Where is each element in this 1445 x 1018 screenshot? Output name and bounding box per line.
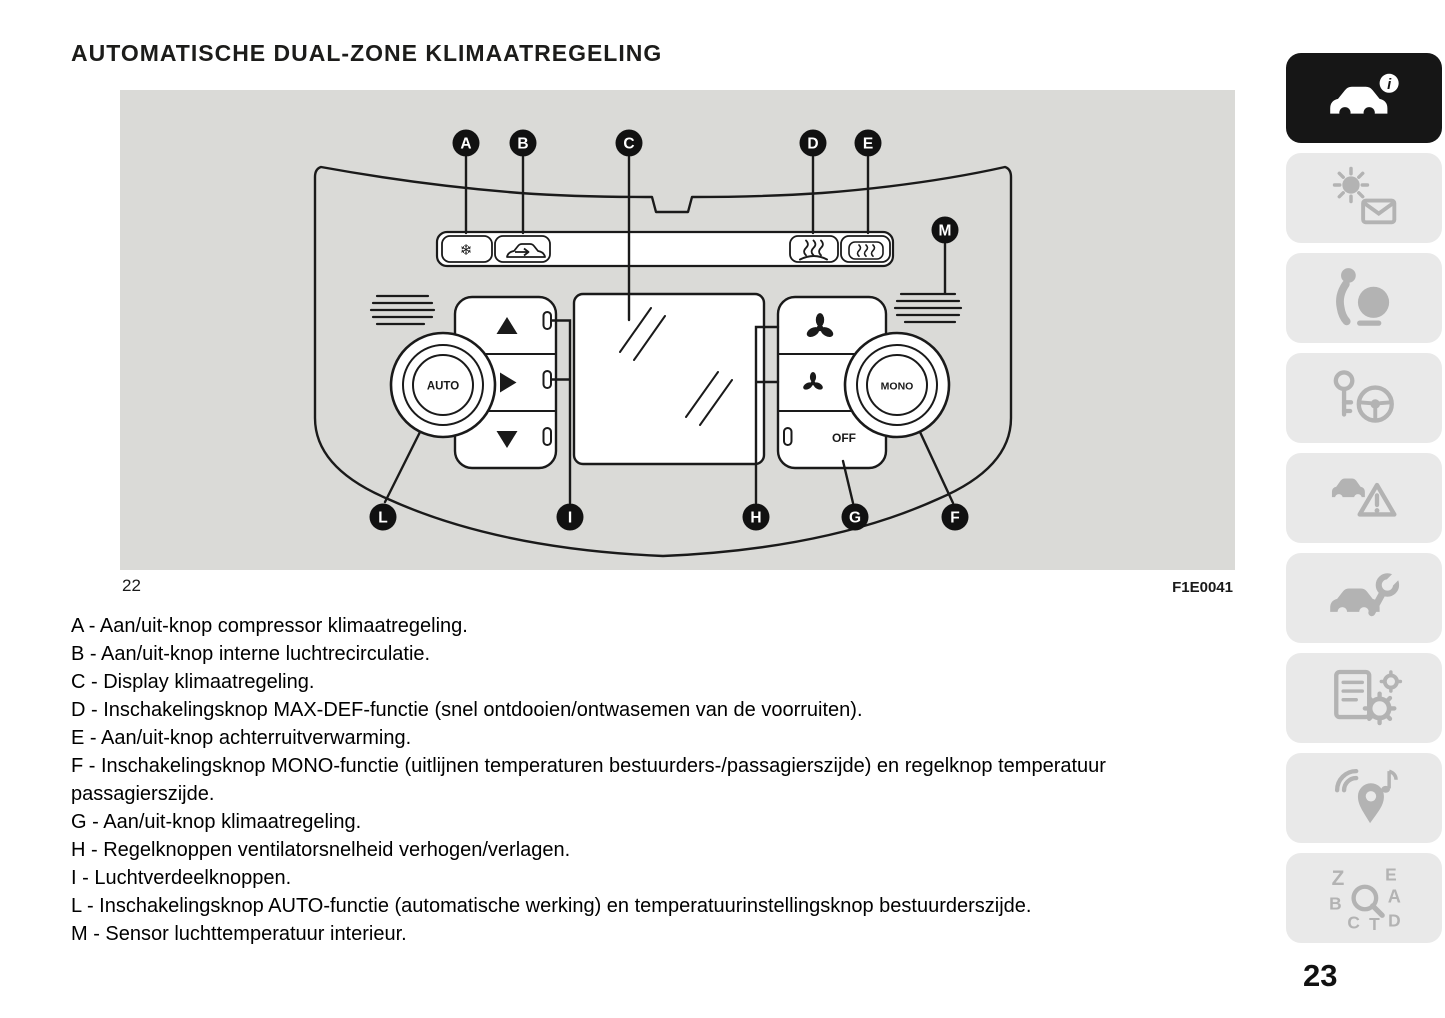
legend-item-l: L - Inschakelingsknop AUTO-functie (auto… [71, 895, 1032, 917]
warning-lights-messages-icon [1332, 166, 1397, 225]
max-def-button [789, 235, 839, 263]
recirculation-button [494, 235, 551, 263]
svg-text:F: F [950, 510, 959, 527]
car-maintenance-icon [1330, 571, 1401, 617]
ac-compressor-button: ❄ [441, 235, 493, 263]
svg-text:A: A [1388, 886, 1401, 906]
figure-page-reference: 22 [122, 576, 141, 595]
svg-text:D: D [1388, 911, 1401, 931]
legend-item-e: E - Aan/uit-knop achterruitverwarming. [71, 727, 412, 749]
callout-i: I [556, 503, 584, 531]
svg-text:C: C [1347, 912, 1360, 932]
sidebar-tab-warning-lights-messages[interactable] [1286, 153, 1442, 243]
legend-item-f: F - Inschakelingsknop MONO-functie (uitl… [71, 755, 1106, 805]
sidebar-tab-safety[interactable] [1286, 253, 1442, 343]
technical-data-icon [1334, 669, 1403, 726]
climate-display [572, 292, 766, 466]
rear-defrost-button [840, 235, 891, 263]
callout-d: D [799, 129, 827, 157]
svg-text:A: A [460, 136, 471, 153]
legend-item-b: B - Aan/uit-knop interne luchtrecirculat… [71, 643, 431, 665]
figure-climate-panel: ❄ [120, 90, 1235, 570]
sidebar-tab-index[interactable]: Z E A B C T D [1286, 853, 1442, 943]
callout-e: E [854, 129, 882, 157]
svg-text:M: M [939, 223, 952, 240]
arrow-right-icon [500, 372, 517, 393]
legend-item-i: I - Luchtverdeelknoppen. [71, 867, 292, 889]
sidebar-tab-technical-data[interactable] [1286, 653, 1442, 743]
legend-item-h: H - Regelknoppen ventilatorsnelheid verh… [71, 839, 571, 861]
ignition-steering-icon [1333, 370, 1394, 423]
svg-text:C: C [623, 136, 634, 153]
svg-text:E: E [1385, 865, 1397, 885]
sidebar-tab-starting-driving[interactable] [1286, 353, 1442, 443]
arrow-up-icon [496, 317, 518, 334]
callout-c: C [615, 129, 643, 157]
legend-item-a: A - Aan/uit-knop compressor klimaatregel… [71, 615, 468, 637]
chapter-tab-sidebar: i [1286, 53, 1442, 953]
legend-item-c: C - Display klimaatregeling. [71, 671, 315, 693]
legend-item-m: M - Sensor luchttemperatuur interieur. [71, 923, 407, 945]
page-number: 23 [1303, 958, 1338, 993]
top-button-strip [435, 230, 895, 268]
alphabetical-index-icon: Z E A B C T D [1329, 865, 1401, 934]
svg-text:B: B [517, 136, 528, 153]
svg-text:B: B [1329, 893, 1342, 913]
rear-window-defrost-icon [848, 241, 884, 260]
callout-l: L [369, 503, 397, 531]
car-info-icon: i [1330, 73, 1399, 119]
callout-a: A [452, 129, 480, 157]
auto-knob: AUTO [389, 331, 497, 439]
svg-text:E: E [863, 136, 873, 153]
callout-m: M [931, 216, 959, 244]
svg-text:i: i [1387, 77, 1392, 93]
arrow-down-icon [496, 431, 518, 448]
legend-item-g: G - Aan/uit-knop klimaatregeling. [71, 811, 362, 833]
callout-g: G [841, 503, 869, 531]
callout-f: F [941, 503, 969, 531]
auto-knob-label: AUTO [427, 381, 459, 393]
callout-leader-lines [383, 155, 955, 505]
interior-temperature-sensor-grille [893, 292, 963, 324]
callout-h: H [742, 503, 770, 531]
page-title: AUTOMATISCHE DUAL-ZONE KLIMAATREGELING [71, 40, 663, 66]
svg-text:I: I [568, 510, 572, 527]
svg-text:L: L [378, 510, 387, 527]
off-button-label: OFF [832, 431, 856, 445]
snowflake-icon: ❄ [460, 242, 473, 259]
callout-b: B [509, 129, 537, 157]
svg-text:T: T [1369, 914, 1380, 934]
legend-item-d: D - Inschakelingsknop MAX-DEF-functie (s… [71, 699, 863, 721]
sidebar-tab-emergency[interactable] [1286, 453, 1442, 543]
svg-text:Z: Z [1332, 867, 1345, 890]
left-vent-grille [369, 294, 436, 326]
airbag-safety-icon [1336, 268, 1390, 326]
svg-text:D: D [807, 136, 818, 153]
sidebar-tab-multimedia[interactable] [1286, 753, 1442, 843]
mono-knob-label: MONO [881, 381, 914, 393]
console-outline [313, 165, 1013, 558]
recirculation-car-icon [506, 243, 546, 258]
emergency-triangle-icon [1331, 478, 1397, 517]
legend: A - Aan/uit-knop compressor klimaatregel… [71, 612, 1206, 948]
sidebar-tab-getting-to-know-car[interactable]: i [1286, 53, 1442, 143]
svg-text:G: G [849, 510, 861, 527]
figure-code: F1E0041 [1172, 579, 1233, 596]
sidebar-tab-servicing-care[interactable] [1286, 553, 1442, 643]
climate-panel-diagram: ❄ [313, 129, 1013, 558]
multimedia-navigation-icon [1334, 768, 1398, 824]
mono-knob: MONO [843, 331, 951, 439]
svg-text:H: H [750, 510, 761, 527]
